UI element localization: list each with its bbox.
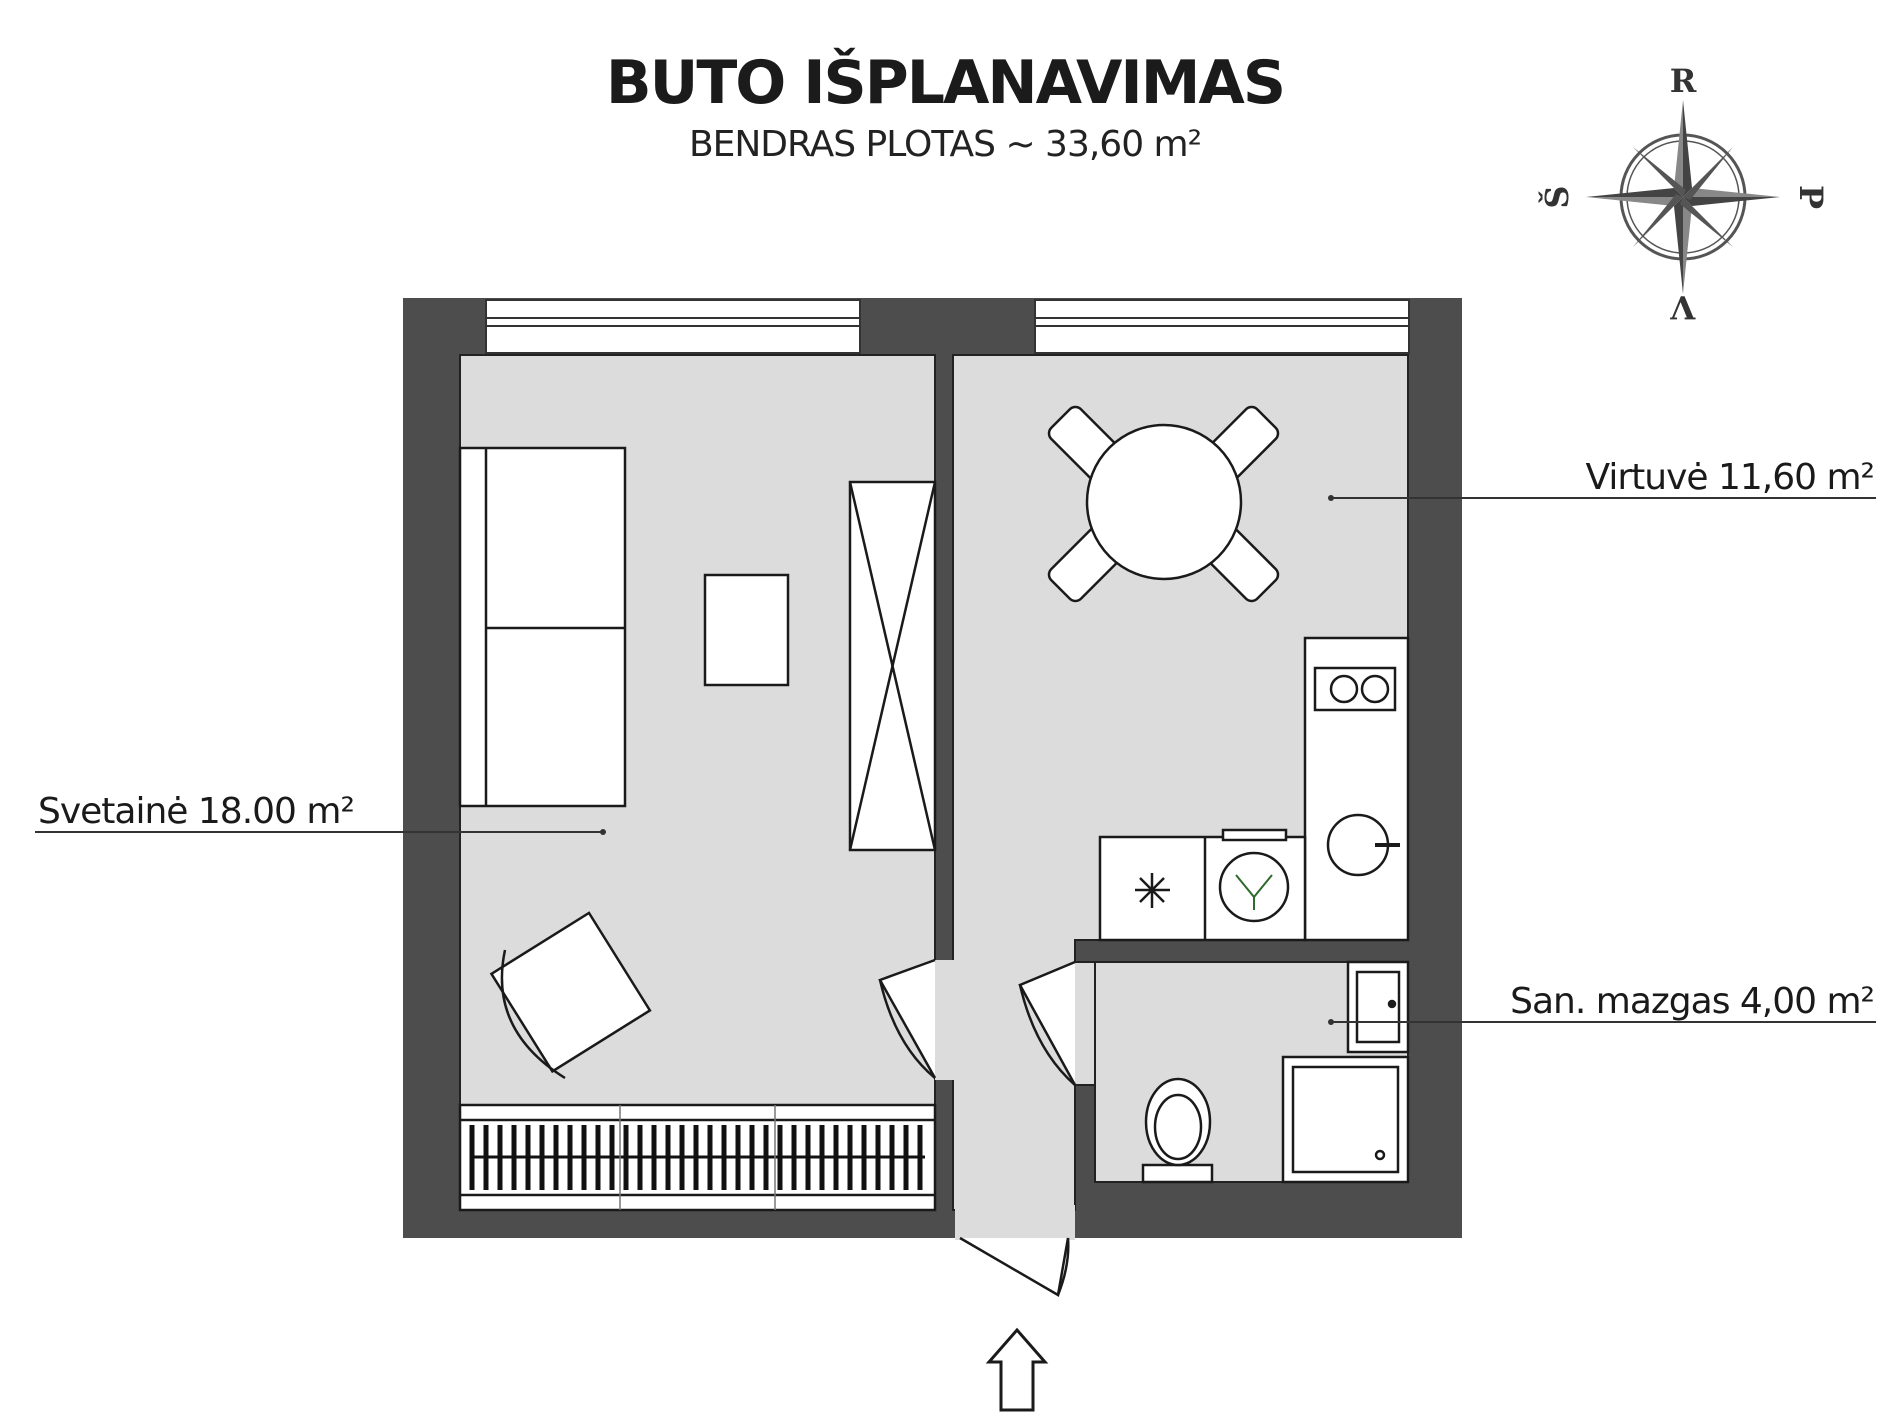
- shower-icon: [1281, 1055, 1410, 1184]
- bathroom-label: San. mazgas 4,00 m²: [1510, 981, 1874, 1022]
- windows: [485, 299, 1410, 354]
- armchair-icon: [489, 911, 652, 1080]
- toilet-icon: [1141, 1077, 1214, 1184]
- kitchen-sink-icon: [1326, 813, 1400, 877]
- compass-east-label: P: [1792, 185, 1830, 209]
- room-labels: Svetainė 18.00 m² Virtuvė 11,60 m² San. …: [35, 457, 1876, 1025]
- compass-north-label: R: [1670, 62, 1697, 100]
- entrance-door: [959, 1236, 1070, 1297]
- hob-icon: [1313, 666, 1397, 712]
- entrance-opening: [955, 1205, 1075, 1240]
- bathroom-fixtures: [1141, 960, 1410, 1184]
- bathroom-sink-icon: [1346, 960, 1410, 1054]
- kitchen-furniture: [1047, 405, 1410, 942]
- wardrobe-icon: [848, 480, 937, 852]
- compass-west-label: Š: [1538, 185, 1576, 208]
- doors: [878, 958, 1077, 1297]
- bed-icon: [458, 1103, 937, 1212]
- coffee-table-icon: [703, 573, 790, 687]
- fridge-icon: [1135, 873, 1170, 908]
- living-room-door: [878, 958, 937, 1079]
- washing-machine-icon: [1218, 828, 1290, 923]
- compass-icon: R P V Š: [1538, 62, 1830, 326]
- bathroom-door: [1018, 960, 1077, 1086]
- plan-title: BUTO IŠPLANAVIMAS: [605, 48, 1286, 118]
- kitchen-label: Virtuvė 11,60 m²: [1586, 457, 1874, 498]
- living-room-furniture: [458, 446, 937, 1212]
- living-room-label: Svetainė 18.00 m²: [38, 791, 354, 832]
- entrance-arrow-icon: [985, 1327, 1049, 1412]
- compass-south-label: V: [1669, 288, 1696, 326]
- living-door-opening: [935, 960, 955, 1080]
- plan-subtitle: BENDRAS PLOTAS ~ 33,60 m²: [688, 124, 1202, 165]
- sofa-icon: [458, 446, 627, 808]
- dining-table-icon: [1047, 405, 1280, 603]
